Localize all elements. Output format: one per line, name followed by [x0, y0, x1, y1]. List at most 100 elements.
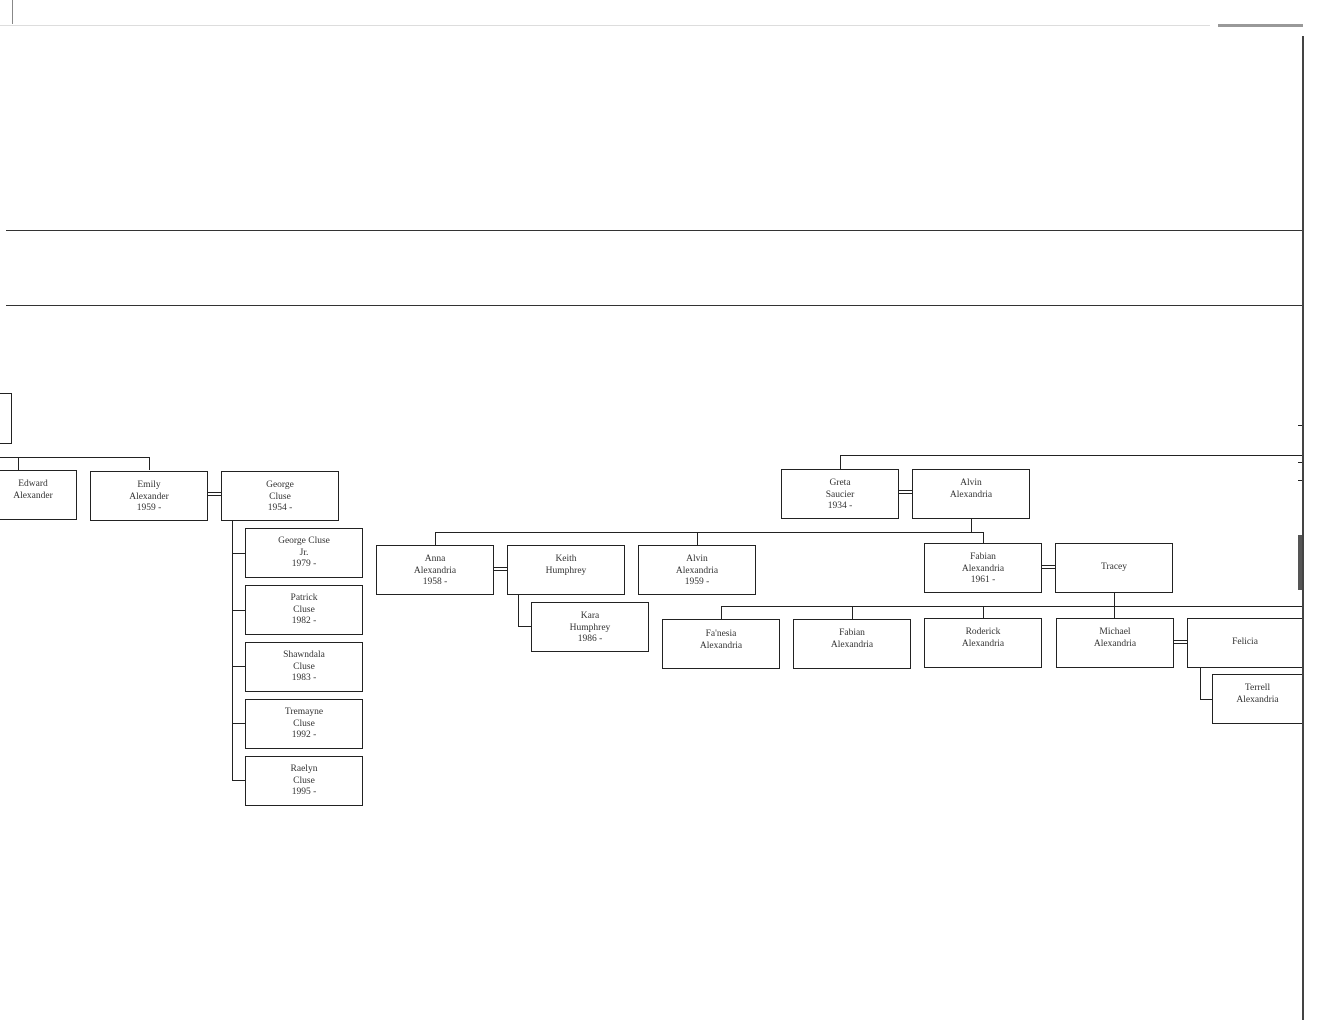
person-name-first: Tremayne — [284, 707, 324, 717]
person-name-first: Terrell — [1244, 683, 1271, 693]
person-name-last: Alexandria — [1093, 638, 1137, 649]
edge-mark — [1298, 480, 1302, 481]
person-name-first: Fa'nesia — [705, 629, 737, 639]
marriage-connector — [1174, 640, 1187, 644]
person-birth-year: 1959 - — [684, 577, 710, 587]
person-name-last: Cluse — [293, 718, 315, 729]
person-name-last: Alexandria — [413, 565, 457, 576]
person-name-first: Edward — [18, 479, 48, 489]
person-box-tracey: Tracey — [1055, 543, 1173, 593]
person-birth-year: 1983 - — [291, 673, 317, 683]
person-birth-year: 1995 - — [291, 787, 317, 797]
descent-line — [971, 519, 972, 532]
person-name-last: Humphrey — [545, 565, 587, 576]
person-box-fabian-alexandria-jr: Fabian Alexandria — [793, 619, 911, 669]
horizontal-rule-bottom — [6, 305, 1302, 306]
drop-line-alvin-jr — [697, 532, 698, 545]
person-name-first: Anna — [424, 554, 446, 564]
person-box-greta-saucier: Greta Saucier 1934 - — [781, 469, 899, 519]
marriage-connector — [494, 567, 507, 571]
child-branch — [232, 723, 245, 724]
person-box-roderick-alexandria: Roderick Alexandria — [924, 618, 1042, 668]
child-branch — [518, 626, 531, 627]
person-box-keith-humphrey: Keith Humphrey — [507, 545, 625, 595]
person-name-last: Alexandria — [1236, 694, 1279, 705]
person-birth-year: 1986 - — [577, 634, 603, 644]
descent-line — [1114, 593, 1115, 606]
person-name-last: Alexander — [129, 491, 169, 502]
person-box-shawndala-cluse: Shawndala Cluse 1983 - — [245, 642, 363, 692]
marriage-connector — [1042, 565, 1055, 569]
person-name-last: Saucier — [825, 489, 855, 500]
person-box-anna-alexandria: Anna Alexandria 1958 - — [376, 545, 494, 595]
drop-line — [983, 606, 984, 619]
person-birth-year: 1992 - — [291, 730, 317, 740]
person-name-last: Alexandria — [699, 640, 743, 651]
person-name-last: Alexander — [13, 490, 53, 501]
child-branch — [232, 553, 245, 554]
person-box-raelyn-cluse: Raelyn Cluse 1995 - — [245, 756, 363, 806]
family-top-line — [840, 455, 1302, 456]
child-branch — [232, 666, 245, 667]
person-name-first: Patrick — [290, 593, 318, 603]
person-name-last: Cluse — [293, 604, 315, 615]
person-birth-year: 1958 - — [422, 577, 448, 587]
drop-line-fabian-sr — [983, 532, 984, 543]
child-link-kara — [518, 595, 519, 626]
person-name-first: Keith — [555, 554, 577, 564]
children-line — [721, 606, 1302, 607]
person-name-first: Roderick — [965, 627, 1001, 637]
person-name-first: Alvin — [686, 554, 708, 564]
person-name-last: Alexandria — [949, 489, 993, 500]
person-birth-year: 1959 - — [136, 503, 162, 513]
person-box-felicia: Felicia — [1187, 618, 1302, 668]
person-name-first: Raelyn — [290, 764, 318, 774]
person-name-first: Kara — [580, 611, 600, 621]
person-name-first: George — [266, 480, 294, 490]
person-birth-year: 1982 - — [291, 616, 317, 626]
person-name-first: Emily — [137, 480, 161, 490]
person-box-michael-alexandria: Michael Alexandria — [1056, 618, 1174, 668]
person-box-alvin-alexandria-jr: Alvin Alexandria 1959 - — [638, 545, 756, 595]
person-box-tremayne-cluse: Tremayne Cluse 1992 - — [245, 699, 363, 749]
person-box-emily-alexander: Emily Alexander 1959 - — [90, 471, 208, 521]
child-branch — [232, 780, 245, 781]
children-spine — [232, 521, 233, 780]
person-name-last: Alexandria — [961, 638, 1005, 649]
person-birth-year: 1934 - — [827, 501, 853, 511]
person-box-george-cluse: George Cluse 1954 - — [221, 471, 339, 521]
person-box-edward-alexander: Edward Alexander — [0, 470, 77, 520]
person-name: Tracey — [1100, 562, 1128, 573]
drop-line-emily — [149, 457, 150, 470]
edge-mark — [1298, 462, 1302, 463]
drop-line — [852, 606, 853, 619]
person-box-fabian-alexandria-sr: Fabian Alexandria 1961 - — [924, 543, 1042, 593]
person-name-last: Humphrey — [569, 622, 611, 633]
person-name-last: Cluse — [293, 661, 315, 672]
person-name-last: Alexandria — [961, 563, 1005, 574]
sibling-line — [0, 457, 150, 458]
person-birth-year: 1961 - — [970, 575, 996, 585]
child-branch — [1200, 699, 1212, 700]
person-name-last: Alexandria — [830, 639, 874, 650]
clipped-person-box — [0, 393, 12, 444]
edge-mark — [1298, 425, 1302, 426]
drop-line-anna — [435, 532, 436, 545]
person-name-first: Fabian — [970, 552, 996, 562]
page-right-edge — [1302, 36, 1304, 1020]
person-name-last: Jr. — [299, 547, 309, 558]
top-faint-rule — [0, 25, 1210, 26]
child-link-terrell — [1200, 668, 1201, 699]
children-line — [435, 532, 984, 533]
person-birth-year: 1979 - — [291, 559, 317, 569]
person-name-first: Michael — [1099, 627, 1131, 637]
corner-mark — [12, 0, 13, 24]
person-name-last: Cluse — [293, 775, 315, 786]
drop-line-edward — [18, 457, 19, 470]
person-name: Felicia — [1232, 637, 1258, 648]
drop-line — [721, 606, 722, 619]
person-name-last: Cluse — [269, 491, 291, 502]
person-name-first: Fabian — [839, 628, 865, 638]
edge-mark — [1298, 535, 1302, 590]
